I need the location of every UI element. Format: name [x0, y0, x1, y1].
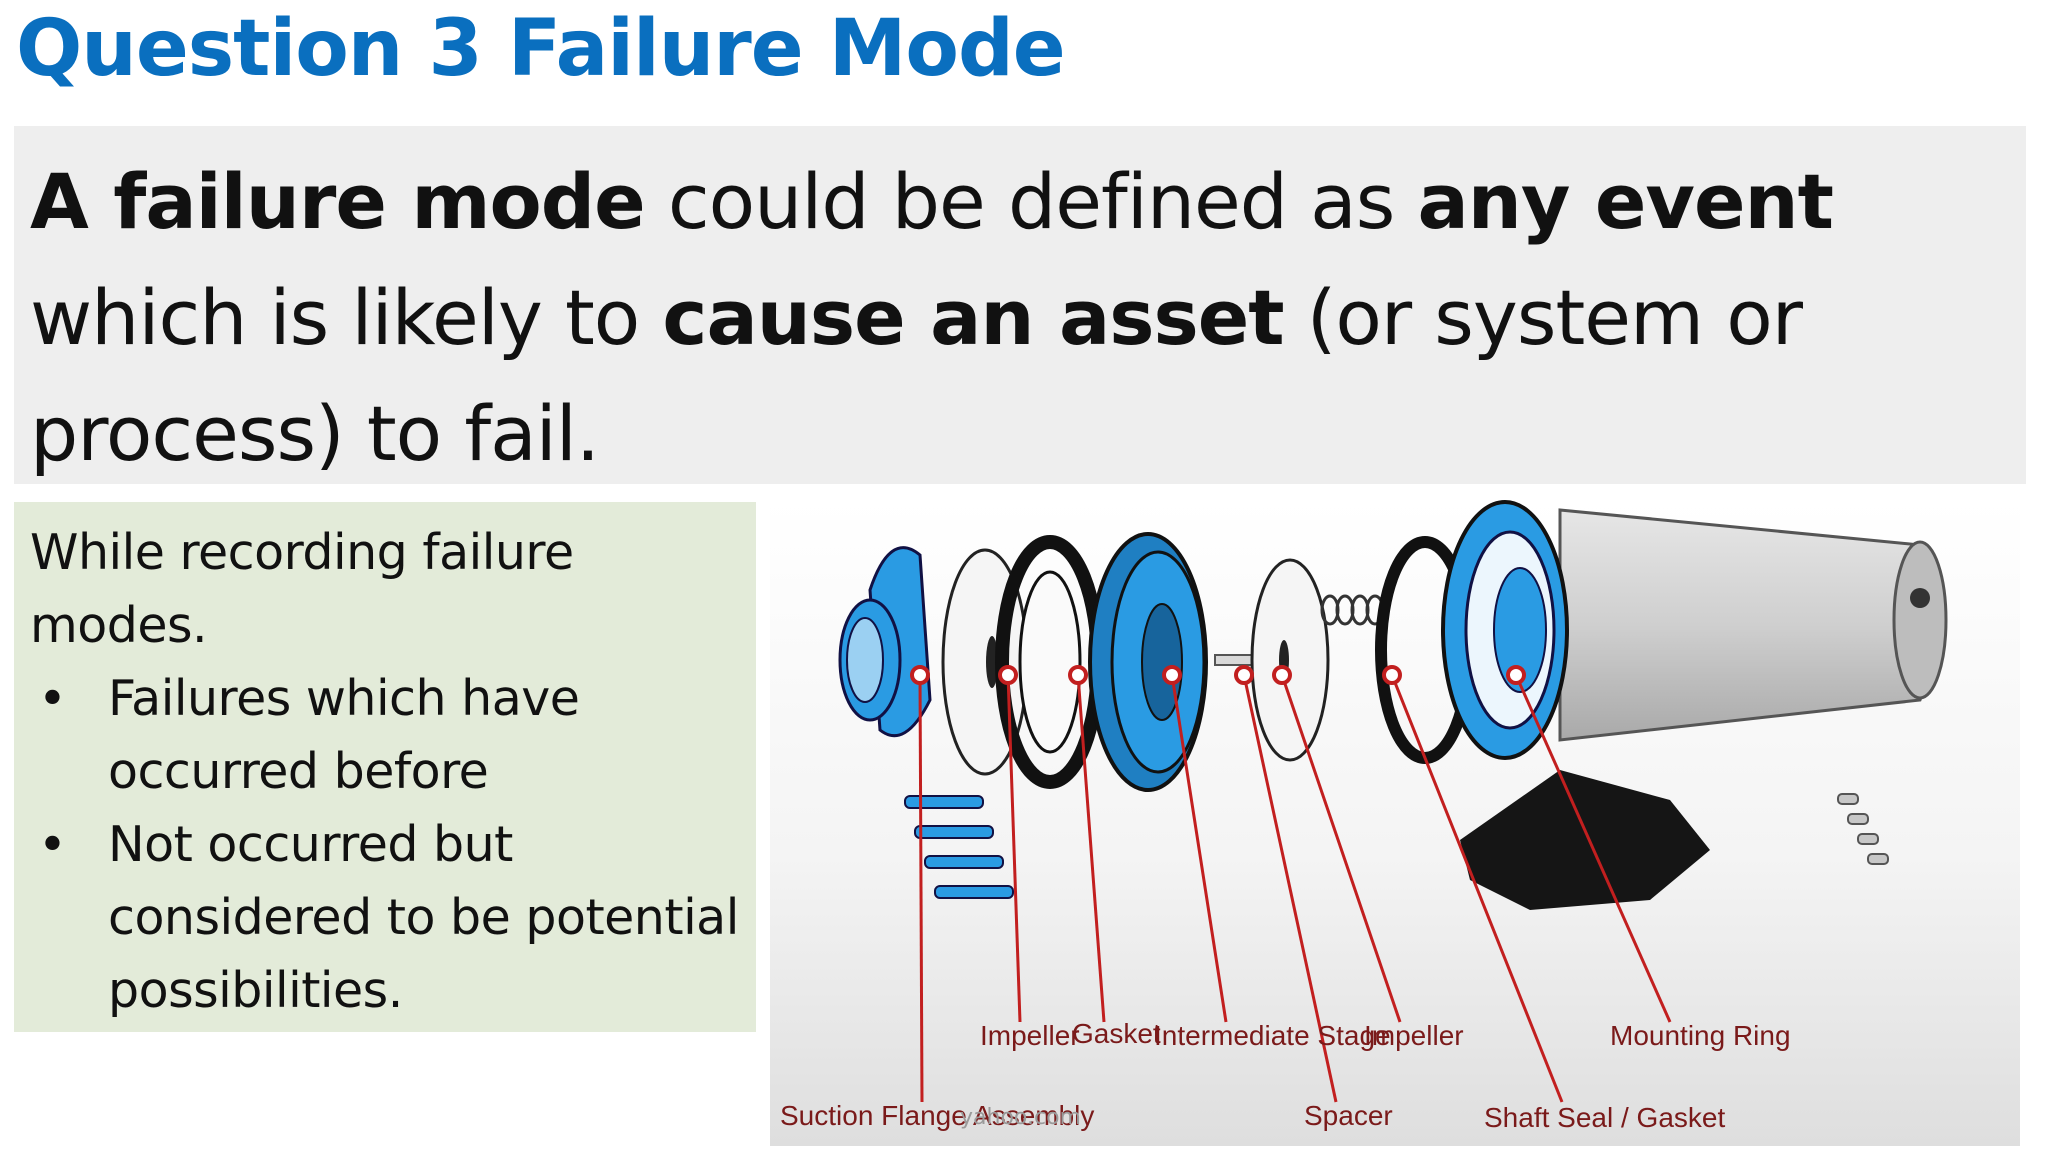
label-impeller-2: Impeller [1364, 1020, 1464, 1051]
leader-lines [918, 674, 1672, 1103]
slide-title: Question 3 Failure Mode [16, 4, 1066, 94]
label-mounting-ring: Mounting Ring [1610, 1020, 1791, 1051]
bullet-icon: • [38, 670, 67, 727]
list-item-text: Failures which have occurred before [108, 670, 580, 800]
motor-part [1558, 508, 1948, 742]
label-spacer: Spacer [1304, 1100, 1393, 1131]
notes-list: • Failures which have occurred before • … [30, 662, 740, 1027]
intermediate-stage-part [1088, 532, 1208, 792]
definition-part: could be defined as [644, 157, 1418, 246]
bolts-part [904, 795, 1014, 899]
watermark-text: yahoo.com [960, 1105, 1081, 1130]
definition-part: (or system or process) to fail. [30, 273, 1803, 478]
notes-intro: While recording failure modes. [30, 524, 574, 654]
list-item: • Not occurred but considered to be pote… [30, 808, 740, 1027]
definition-term: A failure mode [30, 157, 646, 246]
bullet-icon: • [38, 816, 67, 873]
label-impeller-1: Impeller [980, 1020, 1080, 1051]
impeller-part-2 [1250, 558, 1330, 762]
label-intermediate-stage: Intermediate Stage [1154, 1020, 1391, 1051]
definition-box: A failure mode could be defined as any e… [14, 126, 2026, 484]
definition-part: which is likely to [30, 273, 663, 362]
motor-foot-part [1460, 770, 1710, 910]
label-gasket: Gasket [1072, 1018, 1161, 1049]
label-suction-flange-assembly: Suction Flange Assembly [780, 1100, 1094, 1131]
definition-emphasis: any event [1417, 157, 1833, 246]
screws-part [1837, 793, 1889, 865]
pump-diagram-svg: Impeller Gasket Intermediate Stage Impel… [770, 500, 2020, 1146]
notes-box: While recording failure modes. • Failure… [14, 502, 756, 1032]
definition-text: A failure mode could be defined as any e… [30, 144, 2010, 492]
mounting-ring-part [1441, 500, 1569, 760]
definition-emphasis: cause an asset [662, 273, 1284, 362]
pump-exploded-diagram: Impeller Gasket Intermediate Stage Impel… [770, 500, 2020, 1146]
list-item: • Failures which have occurred before [30, 662, 740, 808]
suction-flange-part [838, 546, 932, 738]
label-shaft-seal-gasket: Shaft Seal / Gasket [1484, 1102, 1725, 1133]
list-item-text: Not occurred but considered to be potent… [108, 816, 739, 1019]
callout-markers [910, 665, 1526, 685]
